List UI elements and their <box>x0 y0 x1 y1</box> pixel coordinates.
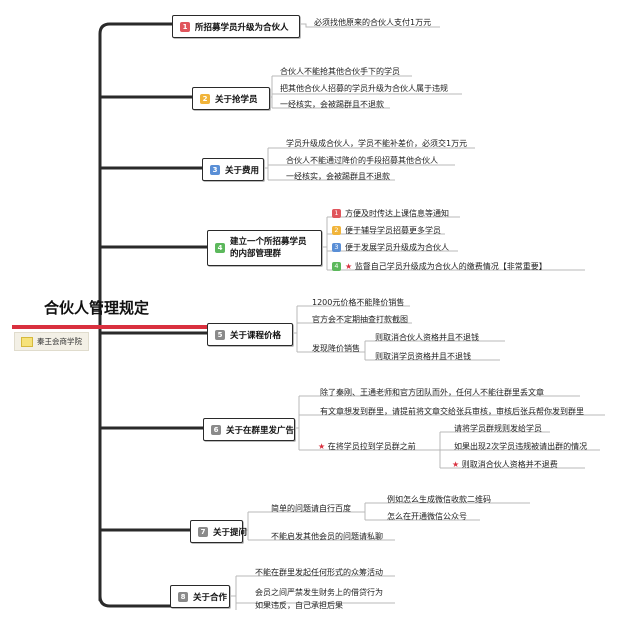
branch-2-leaf-2: 把其他合伙人招募的学员升级为合伙人属于违规 <box>280 84 448 93</box>
branch-4-leaf-1: 1 方便及时传达上课信息等通知 <box>332 208 449 219</box>
number-badge-icon: 2 <box>332 226 341 235</box>
number-badge-icon: 1 <box>332 209 341 218</box>
branch-3-node[interactable]: 3 关于费用 <box>202 158 264 181</box>
branch-2-leaf-1: 合伙人不能抢其他合伙手下的学员 <box>280 67 400 76</box>
branch-7-subleaf-1: 例如怎么生成微信收款二维码 <box>387 495 491 504</box>
branch-8-node[interactable]: 8 关于合作 <box>170 585 230 608</box>
branch-3-leaf-3: 一经核实，会被踢群且不退款 <box>286 172 390 181</box>
branch-4-leaf-4: 4 ★ 监督自己学员升级成为合伙人的缴费情况【非常重要】 <box>332 261 547 272</box>
branch-1-leaf-1: 必须找他原来的合伙人支付1万元 <box>314 18 432 27</box>
branch-5-leaf-1: 1200元价格不能降价销售 <box>312 298 405 307</box>
number-badge-icon: 5 <box>215 329 225 340</box>
branch-1-node[interactable]: 1 所招募学员升级为合伙人 <box>172 15 300 38</box>
branch-2-node[interactable]: 2 关于抢学员 <box>192 87 270 110</box>
star-icon: ★ <box>345 262 353 271</box>
branch-7-leaf-2: 不能启发其他会员的问题请私聊 <box>271 532 383 541</box>
star-icon: ★ <box>318 442 326 451</box>
branch-4-node[interactable]: 4 建立一个所招募学员 的内部管理群 <box>207 230 322 266</box>
root-tag: 秦王会商学院 <box>14 332 89 351</box>
number-badge-icon: 6 <box>211 424 221 435</box>
branch-4-leaf-3: 3 便于发展学员升级成为合伙人 <box>332 242 449 253</box>
branch-4-leaf-2: 2 便于辅导学员招募更多学员 <box>332 225 441 236</box>
branch-3-label: 关于费用 <box>225 165 260 176</box>
branch-6-leaf-3-text: 在将学员拉到学员群之前 <box>327 442 416 451</box>
branch-8-leaf-3: 如果违反，自己承担后果 <box>255 601 343 610</box>
branch-8-leaf-2: 会员之间严禁发生财务上的借贷行为 <box>255 588 383 597</box>
branch-5-subleaf-2: 则取消学员资格并且不退钱 <box>375 352 471 361</box>
branch-2-label: 关于抢学员 <box>215 94 258 105</box>
branch-4-leaf-1-text: 方便及时传达上课信息等通知 <box>345 209 449 218</box>
branch-4-label-line-2: 的内部管理群 <box>230 249 282 259</box>
number-badge-icon: 4 <box>215 243 225 253</box>
branch-6-leaf-1: 除了秦刚、王通老师和官方团队而外，任何人不能往群里丢文章 <box>320 388 544 397</box>
number-badge-icon: 7 <box>198 526 208 537</box>
number-badge-icon: 8 <box>178 591 188 602</box>
branch-7-label: 关于提问 <box>213 527 248 538</box>
branch-5-subleaf-1: 则取消合伙人资格并且不退钱 <box>375 333 479 342</box>
root-tag-label: 秦王会商学院 <box>37 337 82 346</box>
branch-5-leaf-2: 官方会不定期抽查打款截图 <box>312 315 408 324</box>
root-title: 合伙人管理规定 <box>44 299 150 317</box>
branch-2-leaf-3: 一经核实，会被踢群且不退款 <box>280 100 384 109</box>
branch-4-label: 建立一个所招募学员 的内部管理群 <box>230 236 307 260</box>
branch-4-leaf-3-text: 便于发展学员升级成为合伙人 <box>345 243 449 252</box>
branch-7-subleaf-2: 怎么在开通微信公众号 <box>387 512 467 521</box>
branch-6-label: 关于在群里发广告 <box>226 425 295 436</box>
branch-6-subleaf-1: 请将学员群规则发给学员 <box>454 424 542 433</box>
branch-3-leaf-1: 学员升级成合伙人，学员不能补差价，必须交1万元 <box>286 139 468 148</box>
branch-1-label: 所招募学员升级为合伙人 <box>195 22 289 33</box>
number-badge-icon: 3 <box>210 164 220 175</box>
branch-7-leaf-1: 简单的问题请自行百度 <box>271 504 351 513</box>
branch-5-leaf-3: 发现降价销售 <box>312 344 360 353</box>
folder-icon <box>21 336 33 347</box>
branch-6-leaf-2: 有文章想发到群里，请提前将文章交给张兵审核，审核后张兵帮你发到群里 <box>320 407 584 416</box>
root-underline <box>12 325 210 329</box>
branch-4-label-line-1: 建立一个所招募学员 <box>230 237 307 247</box>
branch-6-subleaf-2: 如果出现2次学员违规被请出群的情况 <box>454 442 588 451</box>
branch-6-leaf-3: ★ 在将学员拉到学员群之前 <box>318 441 416 452</box>
branch-4-leaf-4-text: 监督自己学员升级成为合伙人的缴费情况【非常重要】 <box>354 262 547 271</box>
branch-6-subleaf-3: ★ 则取消合伙人资格并不退费 <box>452 459 558 470</box>
number-badge-icon: 3 <box>332 243 341 252</box>
branch-6-node[interactable]: 6 关于在群里发广告 <box>203 418 295 441</box>
branch-3-leaf-2: 合伙人不能通过降价的手段招募其他合伙人 <box>286 156 438 165</box>
branch-8-leaf-1: 不能在群里发起任何形式的众筹活动 <box>255 568 383 577</box>
branch-6-subleaf-3-text: 则取消合伙人资格并不退费 <box>461 460 558 469</box>
number-badge-icon: 2 <box>200 93 210 104</box>
number-badge-icon: 1 <box>180 21 190 32</box>
number-badge-icon: 4 <box>332 262 341 271</box>
branch-5-label: 关于课程价格 <box>230 330 282 341</box>
branch-5-node[interactable]: 5 关于课程价格 <box>207 323 293 346</box>
branch-8-label: 关于合作 <box>193 592 228 603</box>
star-icon: ★ <box>452 460 460 469</box>
branch-7-node[interactable]: 7 关于提问 <box>190 520 247 543</box>
branch-4-leaf-2-text: 便于辅导学员招募更多学员 <box>345 226 441 235</box>
